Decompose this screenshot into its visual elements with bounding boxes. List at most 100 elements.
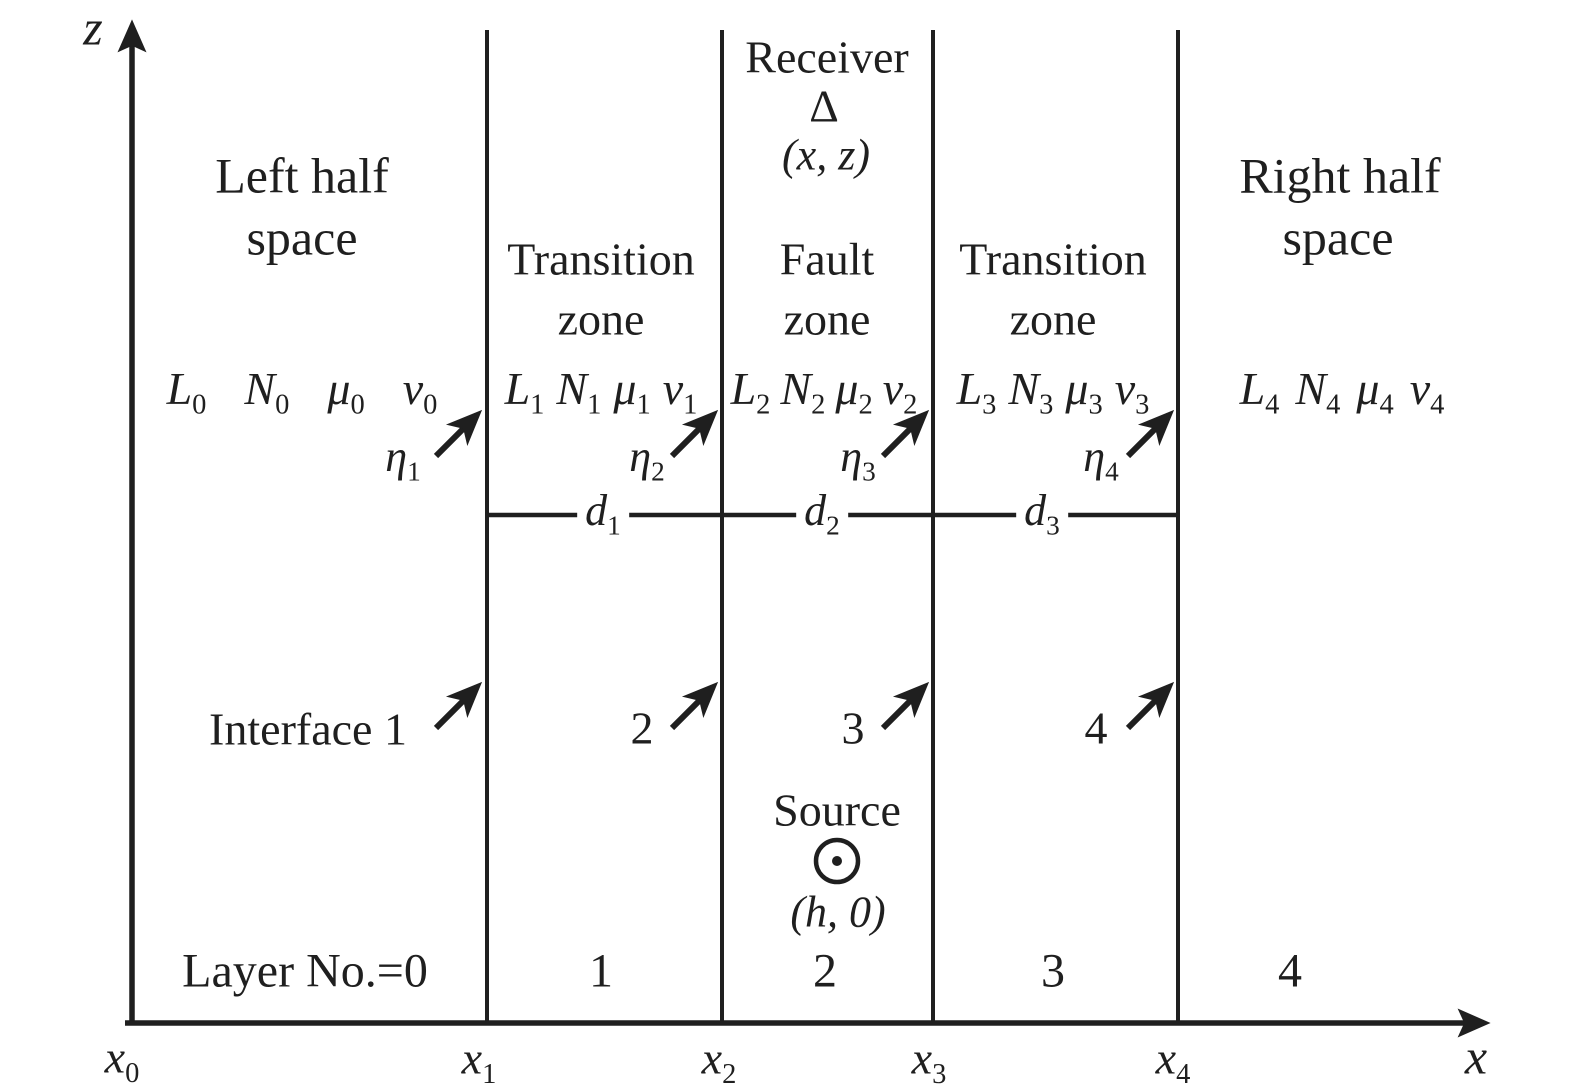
param-L0-base: L [166, 362, 193, 414]
param-v1: v1 [663, 362, 698, 420]
x-tick-4: x4 [1156, 1032, 1191, 1089]
thickness-d2-label: d2 [796, 486, 848, 540]
source-title: Source [773, 784, 901, 836]
param-v2-sub: 2 [903, 389, 918, 421]
region-4-name-line2: space [1282, 209, 1394, 266]
param-mu2: μ2 [835, 362, 872, 420]
param-N4-sub: 4 [1326, 389, 1341, 421]
param-L0-sub: 0 [192, 389, 207, 421]
param-N1-base: N [556, 362, 588, 414]
region-3-name-line2: zone [1009, 293, 1097, 345]
eta-3-label: η3 [840, 432, 875, 486]
x-tick-4-sub: 4 [1176, 1059, 1191, 1091]
params-region-1: L1 N1 μ1 v1 [505, 362, 698, 420]
x-tick-2: x2 [702, 1032, 737, 1089]
eta-2-base: η [629, 432, 652, 482]
param-mu0-sub: 0 [350, 389, 365, 421]
x-tick-2-sub: 2 [722, 1059, 737, 1091]
param-N2-sub: 2 [811, 389, 826, 421]
interface-1-label: Interface 1 [209, 703, 407, 755]
region-0-name-line2: space [246, 209, 358, 266]
x-tick-3-sub: 3 [932, 1059, 947, 1091]
region-2-name-line1: Fault [779, 233, 875, 285]
thickness-d1-label: d1 [577, 486, 629, 540]
layer-0-label: Layer No.=0 [182, 944, 428, 998]
param-L1-base: L [504, 362, 531, 414]
eta-2-label: η2 [629, 432, 664, 486]
thickness-d3-sub: 3 [1046, 510, 1060, 541]
param-v3-sub: 3 [1135, 389, 1150, 421]
param-N2: N2 [780, 362, 825, 420]
region-1-name-line1: Transition [507, 233, 695, 285]
interface-3-label: 3 [841, 702, 865, 754]
interface-2-label: 2 [630, 702, 654, 754]
region-0-name-line1: Left half [215, 147, 389, 204]
x-axis-label: x [1464, 1028, 1488, 1085]
x-tick-1: x1 [462, 1032, 497, 1089]
interface-2-arrow [669, 681, 719, 731]
params-region-3: L3 N3 μ3 v3 [957, 362, 1150, 420]
z-axis-label: z [83, 0, 103, 56]
thickness-d3-label: d3 [1016, 486, 1068, 540]
x-tick-2-base: x [701, 1032, 723, 1084]
param-N4: N4 [1295, 362, 1340, 420]
param-mu4-base: μ [1356, 362, 1380, 414]
param-v4: v4 [1410, 362, 1445, 420]
thickness-d2-base: d [804, 486, 827, 536]
thickness-d2-sub: 2 [826, 510, 840, 541]
param-v1-base: v [662, 362, 684, 414]
x-tick-3-base: x [911, 1032, 933, 1084]
param-mu1-base: μ [613, 362, 637, 414]
eta-4-arrow [1125, 409, 1175, 459]
receiver-coords: (x, z) [782, 130, 870, 180]
param-L0: L0 [167, 362, 207, 420]
param-v1-sub: 1 [683, 389, 698, 421]
params-region-4: L4 N4 μ4 v4 [1240, 362, 1445, 420]
param-v4-sub: 4 [1430, 389, 1445, 421]
eta-2-arrow [669, 409, 719, 459]
param-N3: N3 [1008, 362, 1053, 420]
param-L2-base: L [730, 362, 757, 414]
param-L4-base: L [1239, 362, 1266, 414]
layer-3-label: 3 [1041, 944, 1065, 998]
params-region-2: L2 N2 μ2 v2 [731, 362, 918, 420]
param-L3-base: L [956, 362, 983, 414]
thickness-d1-sub: 1 [607, 510, 621, 541]
params-region-0: L0 N0 μ0 v0 [167, 362, 438, 420]
param-N0: N0 [244, 362, 289, 420]
eta-2-sub: 2 [651, 456, 665, 487]
interface-4-label: 4 [1084, 702, 1108, 754]
param-v3-base: v [1114, 362, 1136, 414]
region-1-name-line2: zone [557, 293, 645, 345]
layer-4-label: 4 [1278, 944, 1302, 998]
x-tick-0: x0 [105, 1031, 140, 1088]
x-tick-1-base: x [461, 1032, 483, 1084]
param-mu3-base: μ [1065, 362, 1089, 414]
x-tick-0-sub: 0 [125, 1058, 140, 1090]
eta-4-label: η4 [1083, 432, 1118, 486]
eta-1-label: η1 [385, 432, 420, 486]
param-N2-base: N [780, 362, 812, 414]
layer-1-label: 1 [589, 944, 613, 998]
x-tick-1-sub: 1 [482, 1059, 497, 1091]
param-N3-sub: 3 [1039, 389, 1054, 421]
eta-4-base: η [1083, 432, 1106, 482]
param-mu4-sub: 4 [1379, 389, 1394, 421]
param-N0-base: N [244, 362, 276, 414]
x-tick-3: x3 [912, 1032, 947, 1089]
param-mu2-sub: 2 [858, 389, 873, 421]
interface-3-arrow [880, 681, 930, 731]
layer-2-label: 2 [813, 944, 837, 998]
param-mu4: μ4 [1356, 362, 1393, 420]
receiver-symbol: Δ [809, 80, 839, 132]
param-mu3: μ3 [1065, 362, 1102, 420]
eta-1-base: η [385, 432, 408, 482]
param-v2-base: v [882, 362, 904, 414]
eta-4-sub: 4 [1105, 456, 1119, 487]
param-N1: N1 [556, 362, 601, 420]
eta-3-base: η [840, 432, 863, 482]
param-mu0-base: μ [327, 362, 351, 414]
param-v0-base: v [402, 362, 424, 414]
